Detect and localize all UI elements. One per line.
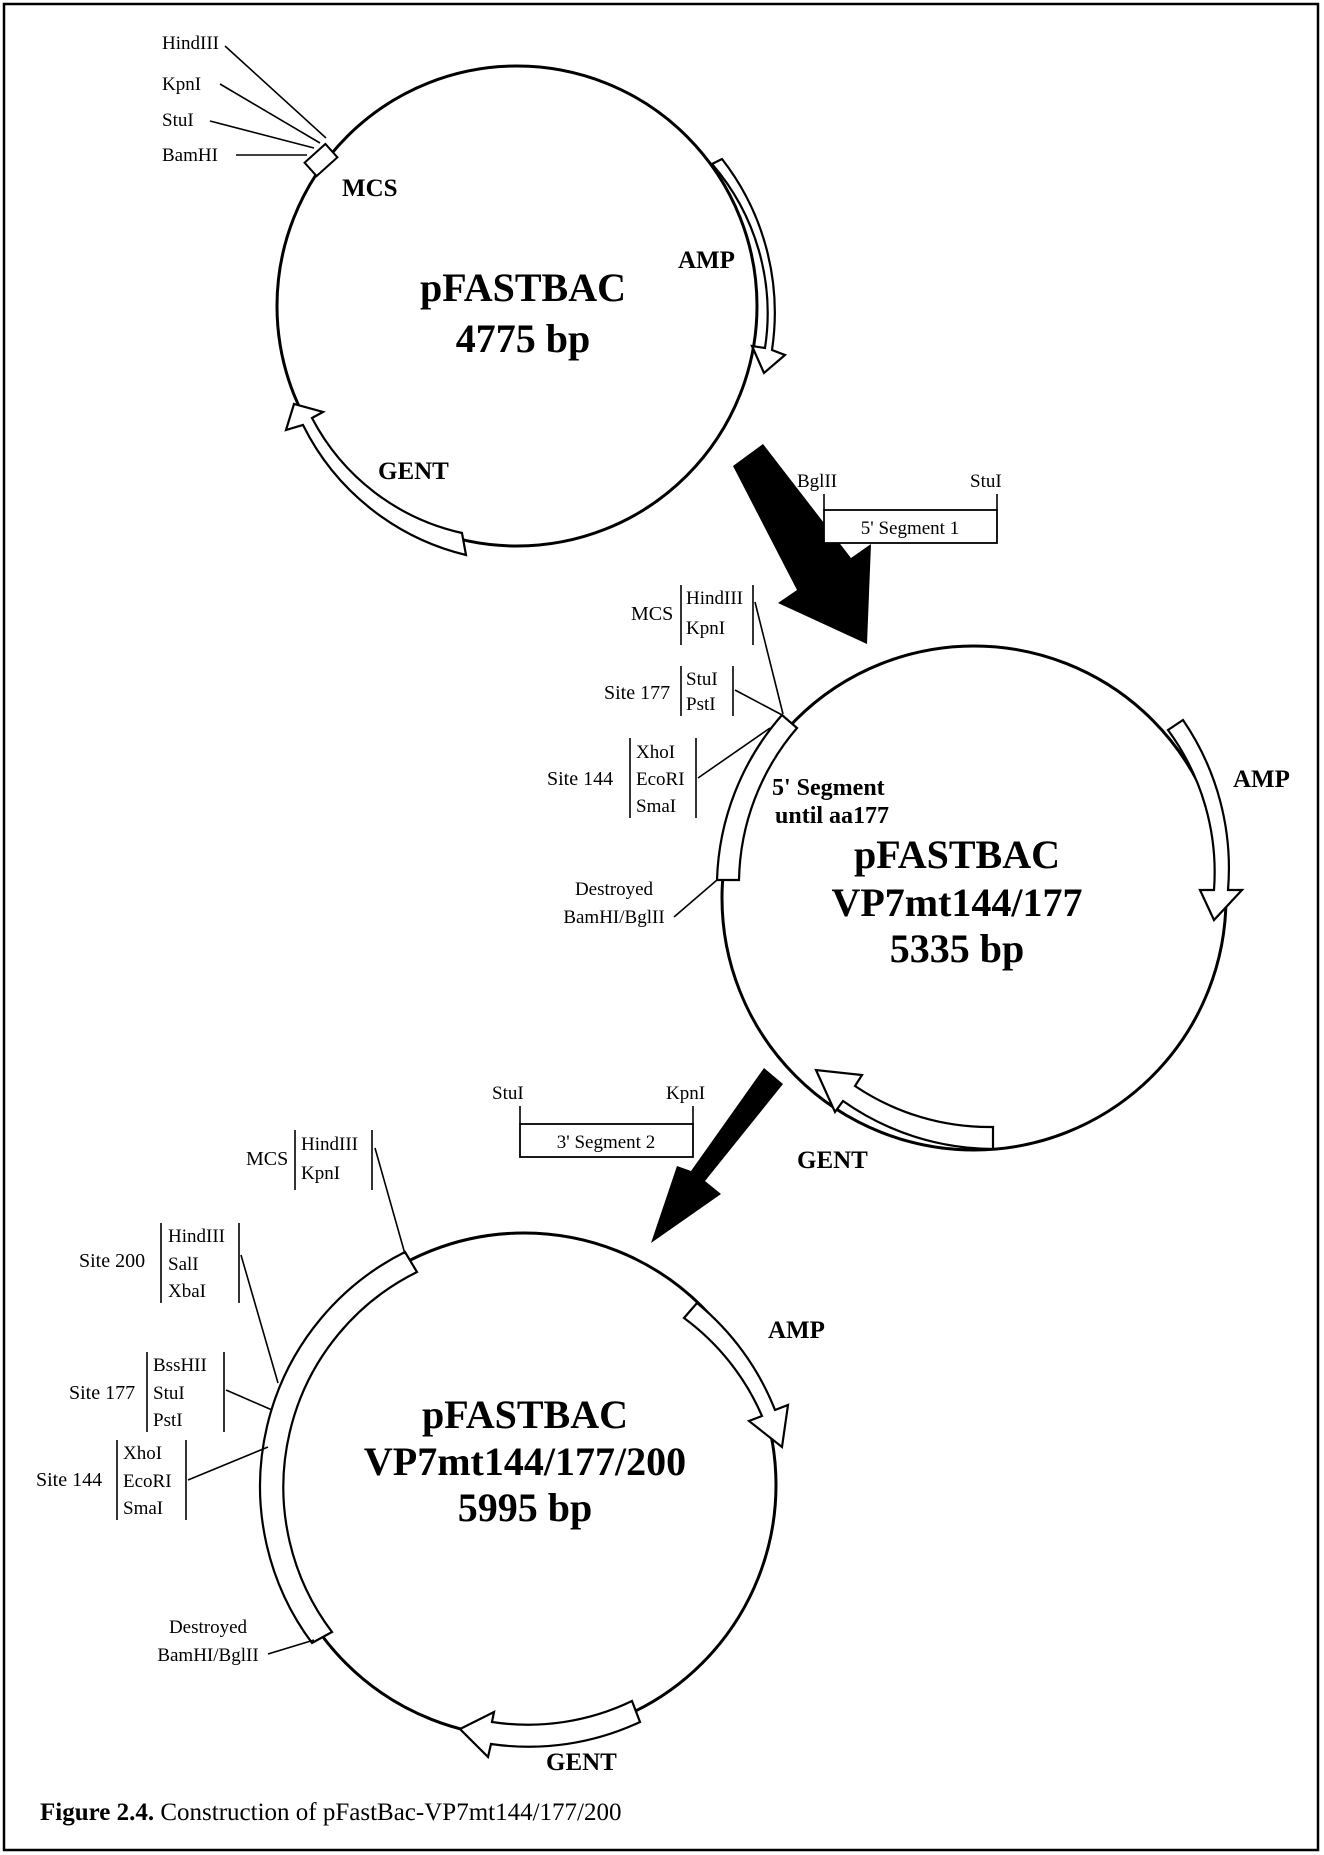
plasmid-2-gent-label: GENT	[797, 1147, 868, 1174]
segment-2: StuI KpnI 3' Segment 2	[492, 1083, 705, 1158]
plasmid-1-size: 4775 bp	[456, 316, 591, 361]
figure-caption-text: Construction of pFastBac-VP7mt144/177/20…	[154, 1799, 621, 1826]
plasmid-3: MCS HindIII KpnI Site 200 HindIII SalI X…	[36, 1130, 825, 1776]
plasmid-1-amp-label: AMP	[678, 247, 735, 274]
plasmid-3-site144-leader	[187, 1446, 269, 1481]
plasmid-1-gent-label: GENT	[378, 458, 449, 485]
figure-caption: Figure 2.4. Construction of pFastBac-VP7…	[40, 1799, 621, 1826]
plasmid-3-insert-arc	[259, 1250, 419, 1645]
plasmid-3-site200-sali: SalI	[168, 1254, 199, 1275]
plasmid-2-site144-leader	[697, 727, 771, 779]
segment-2-right-site: KpnI	[666, 1083, 705, 1104]
plasmid-2-site144-ecori: EcoRI	[636, 769, 685, 790]
step-arrow-1	[733, 444, 871, 644]
segment-1: BglII StuI 5' Segment 1	[797, 471, 1002, 544]
figure-caption-label: Figure 2.4.	[40, 1799, 154, 1826]
plasmid-3-destroyed-line2: BamHI/BglII	[157, 1645, 258, 1666]
plasmid-1-backbone	[275, 64, 759, 548]
plasmid-3-site144-ecori: EcoRI	[123, 1471, 172, 1492]
plasmid-2-gent-arrow	[814, 1068, 995, 1151]
plasmid-3-site177-leader	[225, 1389, 273, 1411]
plasmid-3-amp-label: AMP	[768, 1317, 825, 1344]
plasmid-2-insert-arc	[715, 713, 799, 882]
plasmid-3-amp-arrow	[682, 1301, 790, 1450]
plasmid-3-site200-xbai: XbaI	[168, 1281, 206, 1302]
plasmid-2-site177-label: Site 177	[604, 682, 670, 704]
plasmid-3-site144-xhoi: XhoI	[123, 1443, 162, 1464]
plasmid-2-name: pFASTBAC	[854, 832, 1060, 877]
plasmid-2-amp-arrow	[1166, 718, 1245, 922]
segment-2-label: 3' Segment 2	[557, 1132, 655, 1153]
plasmid-1-site-kpni: KpnI	[162, 74, 201, 95]
plasmid-2-destroyed-leader	[673, 879, 718, 918]
plasmid-3-destroyed-line1: Destroyed	[169, 1617, 248, 1638]
segment-1-right-site: StuI	[970, 471, 1002, 492]
plasmid-1: HindIII KpnI StuI BamHI MCS AMP GENT pFA…	[162, 33, 788, 557]
plasmid-2-site144-xhoi: XhoI	[636, 742, 675, 763]
segment-2-box	[519, 1123, 694, 1158]
plasmid-1-mcs-box	[303, 142, 339, 178]
plasmid-1-mcs-label: MCS	[342, 175, 398, 202]
segment-2-left-site: StuI	[492, 1083, 524, 1104]
plasmid-3-site177-psti: PstI	[153, 1410, 183, 1431]
plasmid-2-site144-smai: SmaI	[636, 796, 676, 817]
plasmid-2-insert-label-1: 5' Segment	[772, 775, 885, 801]
plasmid-1-site-hindiii: HindIII	[162, 33, 219, 54]
plasmid-1-site-bamhi: BamHI	[162, 145, 218, 166]
plasmid-3-site200-leader	[240, 1254, 279, 1384]
segment-1-left-site: BglII	[797, 471, 837, 492]
plasmid-3-size: 5995 bp	[458, 1485, 593, 1530]
plasmid-1-hindiii-leader	[224, 45, 327, 139]
plasmid-3-mcs-leader	[374, 1147, 406, 1255]
plasmid-3-gent-arrow	[458, 1699, 642, 1760]
plasmid-3-site177-stui: StuI	[153, 1383, 185, 1404]
plasmid-3-mcs-site-hindiii: HindIII	[301, 1134, 358, 1155]
plasmid-3-site144-smai: SmaI	[123, 1498, 163, 1519]
plasmid-2-site144-label: Site 144	[547, 768, 613, 790]
plasmid-3-construct: VP7mt144/177/200	[364, 1439, 686, 1484]
plasmid-2-site177-psti: PstI	[686, 694, 716, 715]
plasmid-3-destroyed-leader	[267, 1639, 315, 1655]
segment-1-box	[823, 509, 998, 544]
plasmid-2-amp-label: AMP	[1233, 766, 1290, 793]
plasmid-2-mcs-site-kpni: KpnI	[686, 618, 725, 639]
segment-1-label: 5' Segment 1	[861, 518, 959, 539]
plasmid-2-insert-label-2: until aa177	[775, 803, 889, 829]
plasmid-1-name: pFASTBAC	[420, 265, 626, 310]
plasmid-1-site-stui: StuI	[162, 110, 194, 131]
plasmid-3-mcs-label: MCS	[246, 1148, 288, 1170]
plasmid-1-amp-arrow	[710, 157, 788, 375]
plasmid-2-mcs-site-hindiii: HindIII	[686, 588, 743, 609]
plasmid-2-mcs-leader	[754, 601, 784, 715]
plasmid-3-site177-label: Site 177	[69, 1382, 135, 1404]
plasmid-3-site144-label: Site 144	[36, 1469, 102, 1491]
plasmid-2-site177-leader	[734, 689, 785, 717]
plasmid-2-mcs-label: MCS	[631, 603, 673, 625]
plasmid-1-kpni-leader	[219, 83, 321, 144]
plasmid-2-site177-stui: StuI	[686, 669, 718, 690]
plasmid-3-gent-label: GENT	[546, 1749, 617, 1776]
plasmid-3-mcs-site-kpni: KpnI	[301, 1163, 340, 1184]
plasmid-3-site177-bsshii: BssHII	[153, 1355, 207, 1376]
plasmid-3-site200-label: Site 200	[79, 1250, 145, 1272]
plasmid-1-stui-leader	[209, 120, 315, 149]
plasmid-2-construct: VP7mt144/177	[831, 880, 1082, 925]
plasmid-2-destroyed-line1: Destroyed	[575, 879, 654, 900]
step-arrow-2	[651, 1068, 783, 1243]
plasmid-2-size: 5335 bp	[890, 926, 1025, 971]
plasmid-2: MCS HindIII KpnI Site 177 StuI PstI Site…	[547, 585, 1290, 1174]
plasmid-2-destroyed-line2: BamHI/BglII	[563, 907, 664, 928]
plasmid-1-gent-arrow	[284, 402, 468, 557]
plasmid-3-name: pFASTBAC	[422, 1392, 628, 1437]
plasmid-3-site200-hindiii: HindIII	[168, 1226, 225, 1247]
